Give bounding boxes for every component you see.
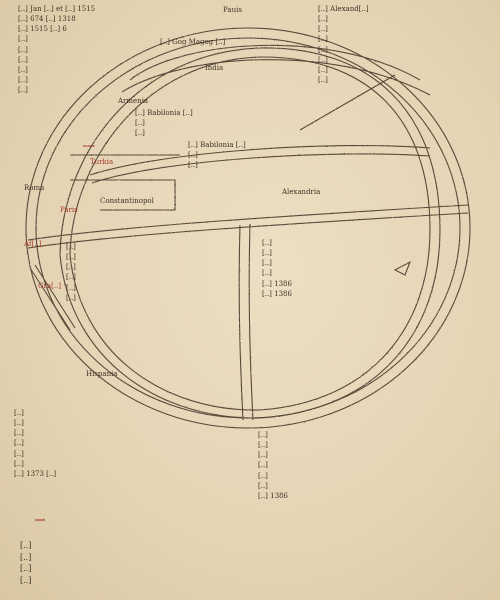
- upper-band: [89, 144, 431, 176]
- note-line: [..]: [135, 119, 145, 128]
- right-rod: [299, 74, 396, 131]
- note-line: [..] 1386: [258, 491, 288, 500]
- gra-label: Gra[..]: [38, 282, 62, 290]
- note-line: [..]: [14, 409, 24, 417]
- roma-label: Roma: [24, 184, 45, 192]
- lower-left-text: [..] [..] [..] [..] [..] [..]: [66, 242, 226, 303]
- upper-band-2: [91, 153, 431, 184]
- inner-ring: [59, 47, 441, 419]
- note-line: [..]: [66, 283, 76, 292]
- note-line: [..]: [258, 431, 268, 439]
- note-line: [..] 1386: [262, 279, 292, 288]
- top-center-label: Pauis: [223, 6, 242, 14]
- t-bar-bottom: [27, 212, 469, 249]
- top-arc-1: [129, 44, 421, 81]
- top-left-notes: [..] Jan [..] et [..] 1515 [..] 674 [..]…: [18, 4, 158, 95]
- footer-text: [..] [..] [..] [..]: [20, 540, 480, 586]
- africa-label: Af[..]: [24, 240, 42, 248]
- note-line: [..]: [318, 75, 328, 84]
- armenia-label: Armenia: [118, 97, 149, 105]
- bottom-right-notes: [..] [..] [..] [..] [..] [..] [..] 1386: [258, 430, 488, 501]
- center-right-text: [..] Babilonia [..] [..] [..]: [188, 140, 408, 170]
- note-line: [..]: [18, 45, 28, 54]
- t-stem-left: [238, 224, 244, 421]
- note-line: [..] 674 [..] 1318: [18, 15, 76, 24]
- outer-ocean-ring: [25, 27, 471, 429]
- note-line: [..]: [318, 35, 328, 44]
- india-label: India: [205, 64, 224, 72]
- turkia-label: Turkia: [90, 158, 114, 166]
- note-line: [..]: [20, 564, 32, 574]
- note-line: [..]: [66, 293, 76, 302]
- bottom-left-notes: [..] [..] [..] [..] [..] [..] [..] 1373 …: [14, 408, 244, 479]
- paris-label: Paris: [60, 206, 78, 214]
- note-line: [..]: [66, 253, 76, 262]
- note-line: [..]: [258, 481, 268, 490]
- note-line: [..] Jan [..] et [..] 1515: [18, 5, 96, 13]
- note-line: [..]: [318, 45, 328, 54]
- note-line: [..]: [318, 15, 328, 24]
- top-arc-label-1: [..] Gog Magog [..]: [160, 38, 226, 46]
- note-line: [..]: [20, 552, 32, 562]
- top-arc-2: [121, 59, 431, 96]
- manicule: [393, 260, 412, 276]
- note-line: [..]: [20, 575, 32, 585]
- note-line: [..]: [262, 259, 272, 268]
- note-line: [..]: [14, 459, 24, 468]
- note-line: [..]: [14, 429, 24, 438]
- hispania-label: Hispania: [86, 370, 118, 378]
- sw-line-1: [29, 267, 71, 331]
- inner-ring-2: [69, 56, 431, 411]
- top-right-notes: [..] Alexand[..] [..] [..] [..] [..] [..…: [318, 4, 488, 85]
- note-line: [..]: [262, 239, 272, 247]
- note-line: [..]: [14, 439, 24, 448]
- sw-line-2: [34, 264, 76, 329]
- note-line: [..]: [66, 263, 76, 272]
- note-line: [..]: [318, 25, 328, 34]
- note-line: [..]: [14, 419, 24, 428]
- note-line: [..] Babilonia [..]: [135, 109, 193, 117]
- constantinopl-label: Constantinopol: [100, 197, 154, 205]
- left-shore: [70, 179, 176, 211]
- t-stem-right: [248, 223, 254, 421]
- note-line: [..]: [14, 449, 24, 458]
- note-line: [..]: [258, 471, 268, 480]
- alexandria-label: Alexandria: [282, 188, 321, 196]
- note-line: [..]: [18, 55, 28, 64]
- upper-inner-text: [..] Babilonia [..] [..] [..]: [135, 108, 375, 138]
- note-line: [..]: [258, 461, 268, 470]
- note-line: [..] Babilonia [..]: [188, 141, 246, 149]
- note-line: [..] Alexand[..]: [318, 5, 369, 13]
- t-bar-top: [27, 204, 469, 241]
- note-line: [..]: [135, 129, 145, 138]
- note-line: [..]: [262, 249, 272, 258]
- note-line: [..]: [66, 273, 76, 282]
- note-line: [..]: [318, 65, 328, 74]
- note-line: [..]: [188, 151, 198, 160]
- note-line: [..]: [18, 35, 28, 44]
- note-line: [..]: [188, 161, 198, 170]
- note-line: [..] 1373 [..]: [14, 469, 57, 478]
- note-line: [..] 1515 [..] 6: [18, 25, 67, 34]
- lower-right-text: [..] [..] [..] [..] [..] 1386 [..] 1386: [262, 238, 422, 299]
- note-line: [..]: [258, 441, 268, 450]
- note-line: [..]: [258, 451, 268, 460]
- note-line: [..]: [262, 269, 272, 278]
- note-line: [..]: [318, 55, 328, 64]
- note-line: [..]: [18, 65, 28, 74]
- note-line: [..]: [66, 243, 76, 251]
- note-line: [..]: [18, 86, 28, 95]
- note-line: [..]: [20, 541, 32, 550]
- note-line: [..] 1386: [262, 289, 292, 298]
- note-line: [..]: [18, 75, 28, 84]
